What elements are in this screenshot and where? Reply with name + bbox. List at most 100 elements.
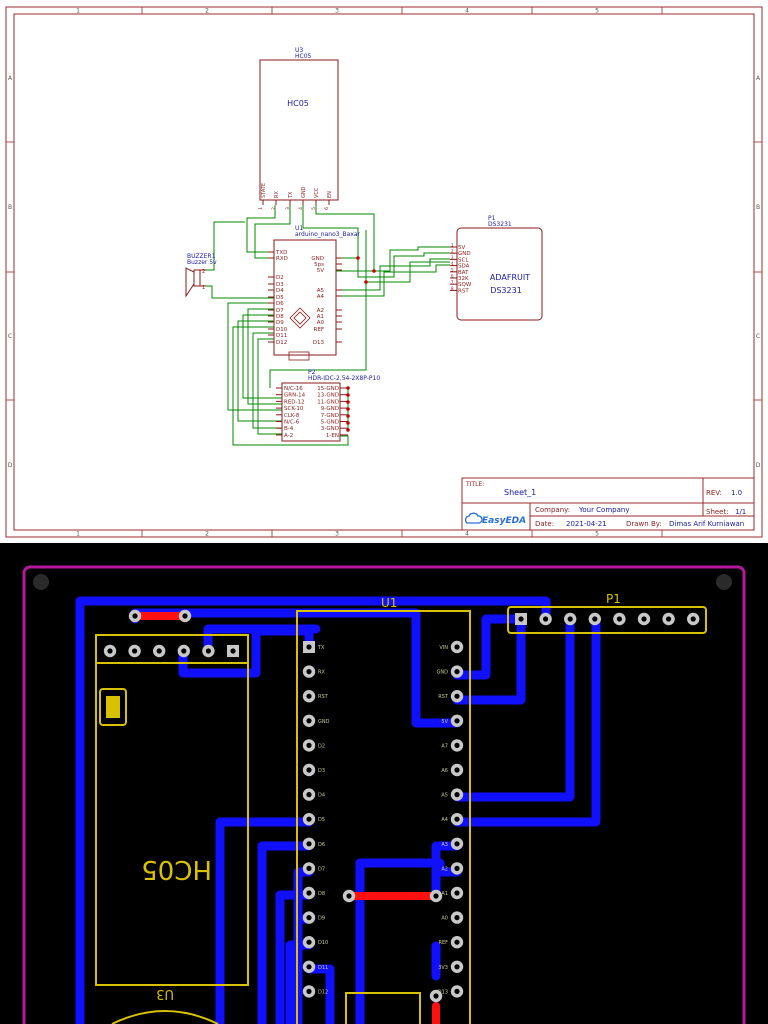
ds3231-pin-number: 5 (451, 267, 454, 272)
nano-pin-name: D7 (276, 308, 284, 314)
junction-dot (346, 421, 350, 425)
trace-d6 (215, 817, 314, 1024)
hc05-ref: U3 (295, 47, 303, 54)
nano-pin-name: RXD (276, 256, 288, 262)
trace-hc05-vcc (203, 624, 321, 656)
rev-value: 1.0 (731, 489, 742, 497)
frame-row-label: B (756, 204, 760, 211)
pcb-pin-label: D12 (318, 989, 328, 995)
pcb-label-hc05: HC05 (141, 854, 212, 884)
nano-pin-name: GND (311, 256, 324, 262)
hc05-pin-name: VCC (314, 187, 320, 198)
ds3231-pin-name: SCL (458, 257, 469, 263)
nano-pin-name: D10 (276, 327, 288, 333)
junction-dot (364, 280, 368, 284)
smd-pad (106, 696, 120, 718)
frame-col-label: 4 (465, 531, 469, 538)
header-pin-name: RED-12 (284, 399, 305, 405)
trace-outer-loop (75, 596, 551, 1024)
buzzer-value: Buzzer 5v (187, 259, 217, 266)
pcb-pin-label: A1 (441, 891, 448, 897)
pad-hole (230, 648, 236, 654)
pcb-pin-label: D11 (318, 965, 328, 971)
pcb-pin-label: A6 (441, 768, 448, 774)
header-pin-name: A-2 (284, 433, 293, 439)
wire-d12 (257, 338, 282, 435)
pcb-pin-label: RX (318, 670, 325, 676)
pcb-pin-label: D8 (318, 891, 325, 897)
buzzer-icon (185, 267, 195, 298)
frame-ticks (6, 7, 762, 537)
pad-hole (454, 693, 460, 699)
ds3231-body (456, 227, 543, 321)
wires (206, 205, 450, 446)
nano-pin-name: 5V (317, 268, 324, 274)
title-block-text: TITLE: Sheet_1 REV: 1.0 Company: Your Co… (464, 481, 746, 528)
ds3231-pin-name: 32K (458, 276, 469, 282)
nano-pin-name: D12 (276, 340, 287, 346)
buzzer-silk-arc (111, 1010, 219, 1024)
nano-silk-outline (296, 610, 471, 1024)
trace-rx (178, 626, 314, 678)
junction-dot (346, 400, 350, 404)
pad-hole (454, 669, 460, 675)
pad-hole (306, 841, 312, 847)
header-pin-name: CLK-8 (284, 413, 300, 419)
nano-center-diamond (289, 307, 311, 329)
wire-header-top (269, 230, 367, 388)
ds3231-symbol[interactable]: P1 DS3231 ADAFRUIT DS3231 5V1GND2SCL3SDA… (450, 215, 543, 321)
junction-dot (356, 256, 360, 260)
nano-pin-name: TXD (275, 250, 287, 256)
pad-hole (690, 616, 696, 622)
pcb-pin-label: A5 (441, 793, 448, 799)
pad-hole (454, 964, 460, 970)
header-pin-name: 13-GND (317, 393, 339, 399)
pad-hole (306, 865, 312, 871)
title-block-frame (461, 477, 755, 531)
pcb-pin-label: GND (318, 719, 330, 725)
ds3231-label-1: ADAFRUIT (490, 273, 530, 282)
nano-pin-name: D6 (276, 301, 284, 307)
wire-ds-extra1 (366, 261, 450, 283)
date-value: 2021-04-21 (566, 520, 607, 528)
pcb-pin-label: VIN (439, 645, 448, 651)
frame-row-label: D (756, 462, 761, 469)
buzzer-symbol[interactable]: BUZZER1 Buzzer 5v 2 1 (185, 253, 217, 298)
header-ref: P2 (308, 369, 316, 376)
wire-buzzer-2 (206, 221, 245, 271)
wire-hc05-tx (254, 205, 291, 259)
header-pin-name: 7-GND (321, 413, 339, 419)
pad-hole (567, 616, 573, 622)
trace-5v (452, 614, 526, 680)
header-p2-symbol[interactable]: P2 HDR-IDC-2.54-2X8P-P10 N/C-16GRN-14RED… (276, 369, 380, 442)
pad-hole (306, 742, 312, 748)
nano-pin-name: A5 (317, 288, 325, 294)
nano-pin-name: A0 (317, 320, 325, 326)
nano-pin-name: D5 (276, 295, 284, 301)
frame-col-label: 3 (335, 8, 339, 15)
pcb-pin-label: D5 (318, 817, 325, 823)
hc05-smd-silk (99, 688, 127, 726)
nano-pin-name: D11 (276, 333, 287, 339)
wire-ds-5v (336, 246, 450, 272)
pad-hole (107, 648, 113, 654)
chip-diamond-outer (289, 307, 311, 329)
nano-usb-symbol (288, 351, 310, 361)
trace-d7 (257, 841, 314, 1024)
buzzer-body (193, 269, 201, 287)
hc05-pin-number: 2 (271, 207, 277, 210)
arduino-nano-symbol[interactable]: U1 arduino_nano3_Baxar TXDRXDD2D3D4D5D6D… (268, 225, 361, 361)
drawn-label: Drawn By: (626, 520, 662, 528)
wire-hc05-vcc (315, 205, 375, 272)
hc05-pin-number: 5 (311, 207, 317, 210)
nano-pin-name: D9 (276, 320, 284, 326)
pad-hole (454, 841, 460, 847)
pcb-label-u3: U3 (156, 986, 174, 1001)
nano-pin-name: D13 (313, 340, 325, 346)
hc05-pin-name: STATE (261, 183, 267, 198)
pad-hole (454, 718, 460, 724)
